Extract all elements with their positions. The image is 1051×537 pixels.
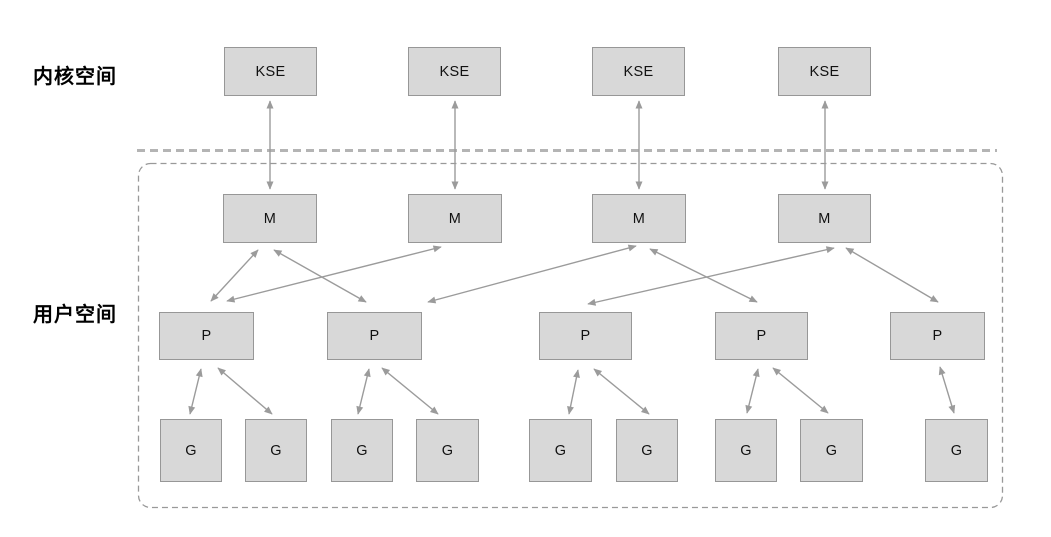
edge-m1-p2	[273, 249, 367, 303]
edge-p4-g8	[772, 367, 829, 414]
edge-p3-g6	[593, 368, 650, 415]
edge-p1-g1	[188, 368, 203, 415]
edge-p1-g2	[217, 367, 273, 415]
edge-m4-p3	[587, 246, 835, 306]
edge-m2-p1	[226, 245, 442, 303]
edge-m3-p2	[427, 244, 637, 304]
edge-m4-p5	[845, 247, 939, 303]
edge-m3-p4	[649, 248, 758, 303]
edge-p2-g4	[381, 367, 439, 415]
kernel-space-label: 内核空间	[33, 66, 117, 88]
edge-p3-g5	[567, 369, 580, 415]
edge-p4-g7	[745, 368, 760, 414]
edge-m1-p1	[210, 249, 259, 302]
user-space-boundary	[137, 162, 1004, 509]
edge-p5-g9	[938, 366, 956, 414]
edge-p2-g3	[356, 368, 371, 415]
user-space-label: 用户空间	[33, 304, 117, 326]
